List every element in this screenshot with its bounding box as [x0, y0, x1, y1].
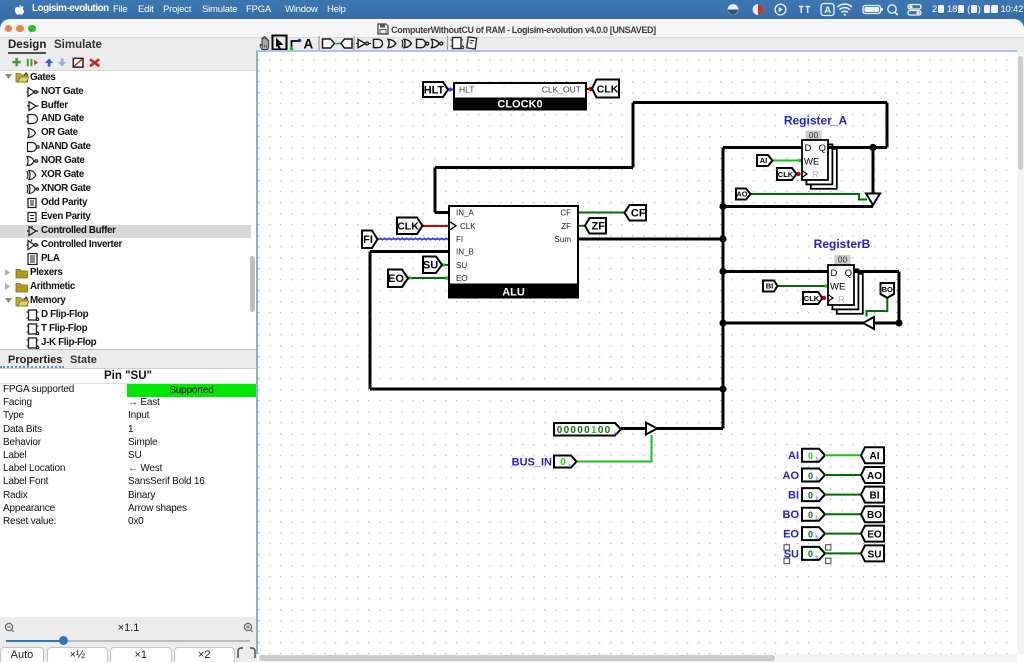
svg-text:BO: BO: [867, 510, 882, 521]
svg-text:0: 0: [598, 425, 604, 436]
svg-text:0: 0: [570, 425, 576, 436]
svg-text:FI: FI: [363, 234, 373, 246]
svg-text:b: b: [569, 463, 572, 469]
svg-text:ZF: ZF: [561, 222, 571, 231]
svg-text:SU: SU: [868, 549, 882, 560]
svg-text:CLK: CLK: [460, 222, 476, 231]
svg-text:0: 0: [808, 549, 813, 559]
svg-text:0: 0: [808, 471, 813, 481]
svg-text:00: 00: [809, 130, 819, 140]
svg-text:b: b: [816, 477, 819, 483]
svg-text:0: 0: [605, 425, 611, 436]
svg-text:BO: BO: [882, 285, 893, 294]
svg-text:AI: AI: [760, 156, 768, 165]
svg-text:HLT: HLT: [459, 85, 474, 95]
svg-text:Q: Q: [845, 268, 852, 279]
svg-text:R: R: [812, 170, 819, 181]
svg-text:A: A: [304, 37, 314, 52]
svg-text:0: 0: [808, 451, 813, 461]
svg-text:b: b: [816, 516, 819, 522]
svg-text:CLK: CLK: [804, 294, 820, 303]
svg-text:0: 0: [560, 457, 566, 468]
svg-text:BI: BI: [766, 282, 774, 291]
svg-text:SU: SU: [423, 260, 438, 272]
svg-text:WE: WE: [804, 157, 819, 168]
svg-text:A: A: [824, 5, 831, 16]
svg-text:b: b: [816, 535, 819, 541]
svg-text:BI: BI: [870, 491, 880, 502]
svg-text:IN_A: IN_A: [456, 209, 474, 218]
svg-text:AO: AO: [867, 471, 882, 482]
svg-text:D: D: [805, 143, 812, 154]
svg-text:EO: EO: [388, 273, 404, 285]
svg-text:CF: CF: [560, 209, 571, 218]
svg-text:IN_B: IN_B: [456, 248, 474, 257]
svg-text:BI: BI: [788, 490, 799, 502]
svg-text:0: 0: [557, 425, 563, 436]
svg-text:RegisterB: RegisterB: [814, 237, 871, 251]
svg-text:0: 0: [564, 425, 570, 436]
svg-text:ZF: ZF: [592, 221, 606, 233]
svg-text:HLT: HLT: [424, 84, 445, 96]
svg-text:CLK: CLK: [597, 83, 619, 95]
svg-text:SU: SU: [784, 548, 799, 560]
svg-text:EO: EO: [867, 530, 882, 541]
svg-text:b: b: [816, 457, 819, 463]
svg-text:CLK: CLK: [778, 170, 794, 179]
svg-text:AO: AO: [736, 190, 747, 199]
svg-text:b: b: [816, 496, 819, 502]
svg-text:SU: SU: [456, 261, 467, 270]
svg-text:CLK_OUT: CLK_OUT: [542, 85, 581, 95]
svg-text:0: 0: [808, 529, 813, 539]
svg-text:0: 0: [808, 510, 813, 520]
svg-text:WE: WE: [830, 282, 845, 293]
svg-text:Register_A: Register_A: [784, 114, 848, 128]
svg-text:FI: FI: [456, 235, 463, 244]
svg-text:EO: EO: [456, 274, 468, 283]
svg-text:R: R: [838, 295, 845, 306]
svg-text:AO: AO: [783, 470, 800, 482]
svg-text:b: b: [816, 555, 819, 561]
svg-text:AI: AI: [788, 450, 799, 462]
svg-text:1: 1: [591, 425, 597, 436]
svg-text:ALU: ALU: [502, 287, 525, 299]
svg-text:CF: CF: [631, 208, 646, 220]
svg-text:BO: BO: [783, 509, 800, 521]
svg-text:0: 0: [584, 425, 590, 436]
svg-text:Q: Q: [819, 143, 826, 154]
svg-text:0: 0: [577, 425, 583, 436]
svg-text:00: 00: [838, 255, 848, 265]
svg-text:Sum: Sum: [555, 235, 572, 244]
svg-text:AI: AI: [870, 451, 880, 462]
svg-text:CLK: CLK: [397, 221, 419, 233]
svg-text:D: D: [831, 268, 838, 279]
svg-text:EO: EO: [783, 529, 799, 541]
svg-text:0: 0: [808, 490, 813, 500]
svg-text:BUS_IN: BUS_IN: [512, 457, 552, 469]
svg-text:b: b: [614, 432, 617, 438]
svg-text:CLOCK0: CLOCK0: [497, 99, 542, 111]
